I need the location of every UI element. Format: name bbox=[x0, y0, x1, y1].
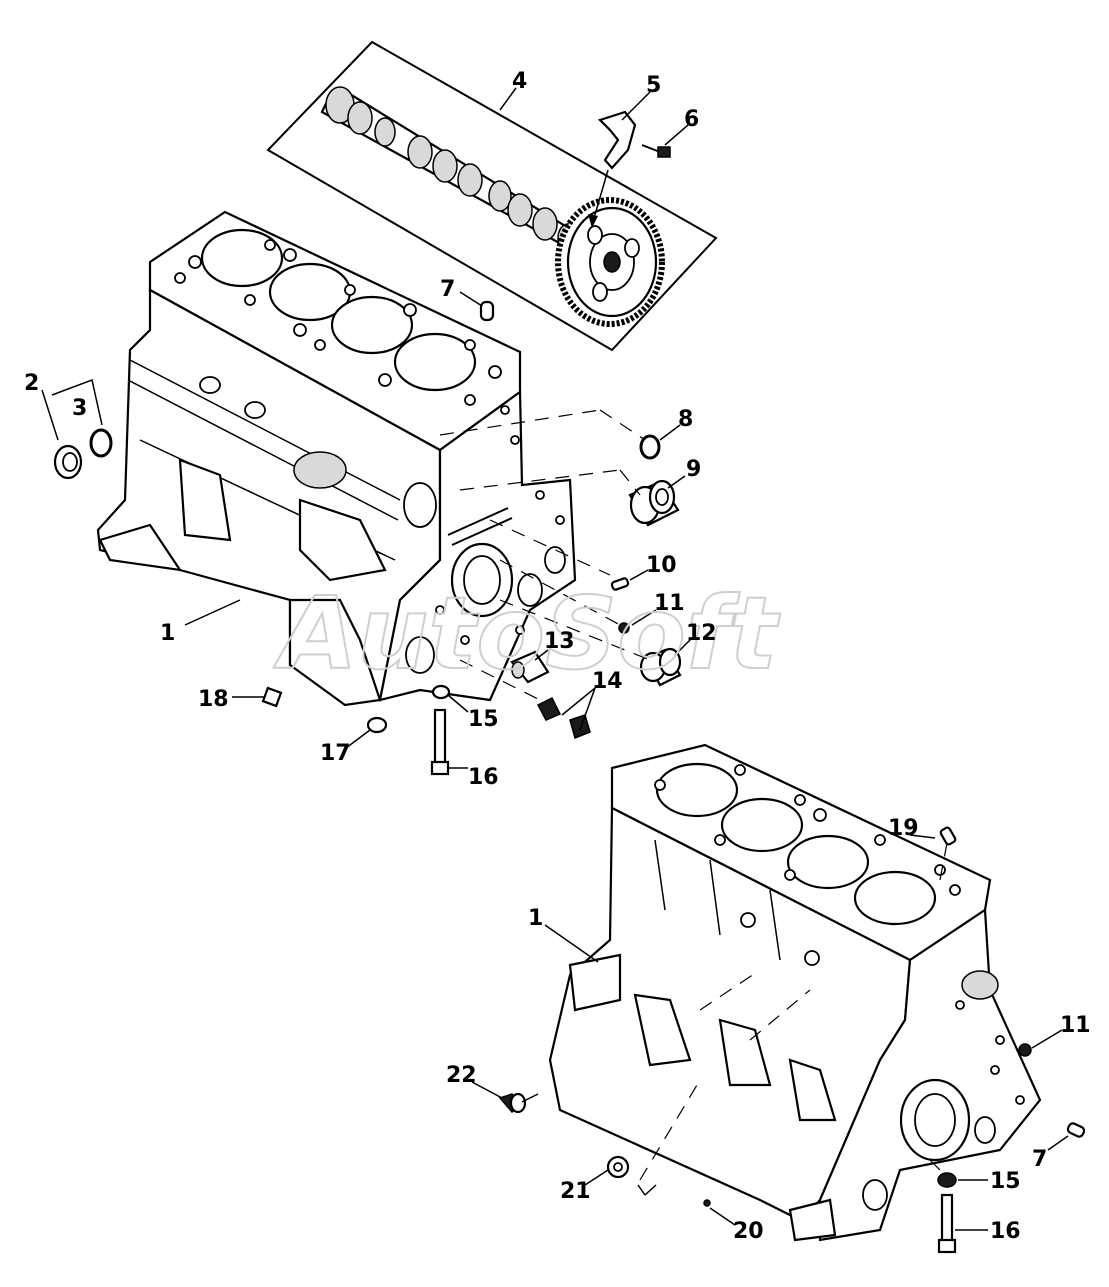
upper-deck-holes bbox=[174, 239, 502, 406]
nut-18 bbox=[261, 686, 283, 708]
block-side-features bbox=[98, 376, 387, 582]
washer-15-bottom bbox=[937, 1172, 957, 1188]
lower-side-bosses bbox=[654, 839, 820, 966]
callout-12: 12 bbox=[686, 621, 717, 646]
lower-front-holes bbox=[862, 970, 1025, 1211]
callout-22: 22 bbox=[446, 1063, 477, 1088]
upper-leaders bbox=[41, 87, 693, 769]
nut-21 bbox=[606, 1155, 630, 1179]
callout-21: 21 bbox=[560, 1179, 591, 1204]
ball-11-bottom bbox=[1018, 1043, 1032, 1057]
callout-5: 5 bbox=[646, 73, 661, 98]
callout-17: 17 bbox=[320, 741, 351, 766]
callout-1-top: 1 bbox=[160, 621, 175, 646]
lower-engine-block bbox=[548, 743, 1042, 1242]
lower-bearing-webs bbox=[568, 953, 837, 1242]
callout-7-bottom: 7 bbox=[1032, 1147, 1047, 1172]
bolt-16-top bbox=[430, 708, 450, 776]
callout-16-top: 16 bbox=[468, 765, 499, 790]
camshaft-group bbox=[266, 40, 718, 352]
callout-8: 8 bbox=[678, 407, 693, 432]
bushing-9 bbox=[628, 479, 680, 527]
fitting-13 bbox=[510, 650, 550, 684]
bolt-16-bottom bbox=[937, 1193, 957, 1254]
callout-6: 6 bbox=[684, 107, 699, 132]
camshaft-lobes bbox=[325, 86, 579, 253]
callout-20: 20 bbox=[733, 1219, 764, 1244]
upper-small-parts bbox=[53, 300, 682, 776]
dipstick-tube bbox=[447, 507, 513, 546]
pin-19 bbox=[939, 826, 957, 846]
bushing-12 bbox=[639, 647, 682, 687]
washer-17 bbox=[366, 716, 388, 734]
bolt-22 bbox=[498, 1092, 527, 1114]
callout-2: 2 bbox=[24, 371, 39, 396]
lower-dashed-lines bbox=[637, 837, 949, 1196]
callout-15-top: 15 bbox=[468, 707, 499, 732]
lower-cylinder-bores bbox=[655, 762, 937, 926]
callout-3: 3 bbox=[72, 396, 87, 421]
thrust-plate bbox=[597, 110, 637, 170]
callout-19: 19 bbox=[888, 816, 919, 841]
callout-7-top: 7 bbox=[440, 277, 455, 302]
o-ring-3 bbox=[89, 428, 113, 458]
block-rear-flange bbox=[288, 598, 382, 707]
callout-10: 10 bbox=[646, 553, 677, 578]
camshaft-frame bbox=[266, 40, 718, 352]
ball-11-top bbox=[618, 622, 630, 634]
callout-1-bottom: 1 bbox=[528, 906, 543, 931]
camshaft-gear bbox=[555, 197, 665, 327]
callout-9: 9 bbox=[686, 457, 701, 482]
callout-13: 13 bbox=[544, 629, 575, 654]
front-face-holes bbox=[403, 405, 566, 674]
bolt-6 bbox=[641, 144, 671, 158]
lower-deck-holes bbox=[654, 764, 961, 896]
pin-10 bbox=[610, 577, 630, 591]
upper-cylinder-bores bbox=[200, 228, 477, 392]
upper-engine-block bbox=[96, 210, 577, 707]
lower-small-parts bbox=[498, 826, 1086, 1254]
lower-leaders bbox=[471, 834, 1069, 1231]
upper-dashed-lines bbox=[439, 409, 651, 701]
washer-15-top bbox=[431, 684, 451, 700]
callout-14: 14 bbox=[592, 669, 623, 694]
callout-4: 4 bbox=[512, 69, 527, 94]
dowel-7-top bbox=[479, 300, 495, 322]
plug-20 bbox=[703, 1199, 711, 1207]
ring-8 bbox=[639, 434, 661, 460]
dowel-7-bottom bbox=[1066, 1122, 1086, 1138]
callout-16-bottom: 16 bbox=[990, 1219, 1021, 1244]
callout-labels: 1 2 3 4 5 6 7 8 9 10 11 12 13 14 15 16 1… bbox=[24, 69, 1091, 1244]
valve-14 bbox=[536, 696, 591, 740]
callout-15-bottom: 15 bbox=[990, 1169, 1021, 1194]
callout-18: 18 bbox=[198, 687, 229, 712]
watermark: AutoSoft bbox=[273, 575, 780, 692]
callout-11-bottom: 11 bbox=[1060, 1013, 1091, 1038]
callout-11-top: 11 bbox=[654, 591, 685, 616]
